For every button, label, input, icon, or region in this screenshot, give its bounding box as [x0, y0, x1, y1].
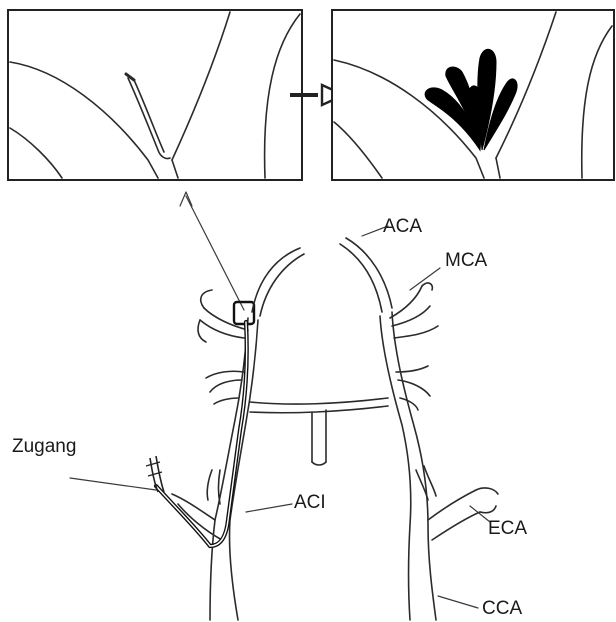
label-aci-text: ACI [294, 492, 326, 513]
label-cca: CCA [438, 596, 522, 619]
label-mca: MCA [410, 250, 488, 290]
label-aci: ACI [246, 492, 326, 513]
label-mca-text: MCA [445, 250, 488, 271]
label-zugang: Zugang [12, 436, 156, 490]
inset-before-frame [8, 10, 302, 180]
label-eca-text: ECA [488, 518, 527, 539]
vessel-tree [172, 238, 498, 620]
zoom-marker-box [234, 302, 254, 324]
label-zugang-text: Zugang [12, 436, 76, 457]
label-eca: ECA [470, 506, 527, 539]
label-aca: ACA [362, 216, 422, 237]
inset-before [8, 10, 302, 180]
label-aca-text: ACA [383, 216, 422, 237]
inset-after [332, 10, 614, 180]
zoom-pointer [180, 192, 254, 324]
label-cca-text: CCA [482, 598, 522, 619]
